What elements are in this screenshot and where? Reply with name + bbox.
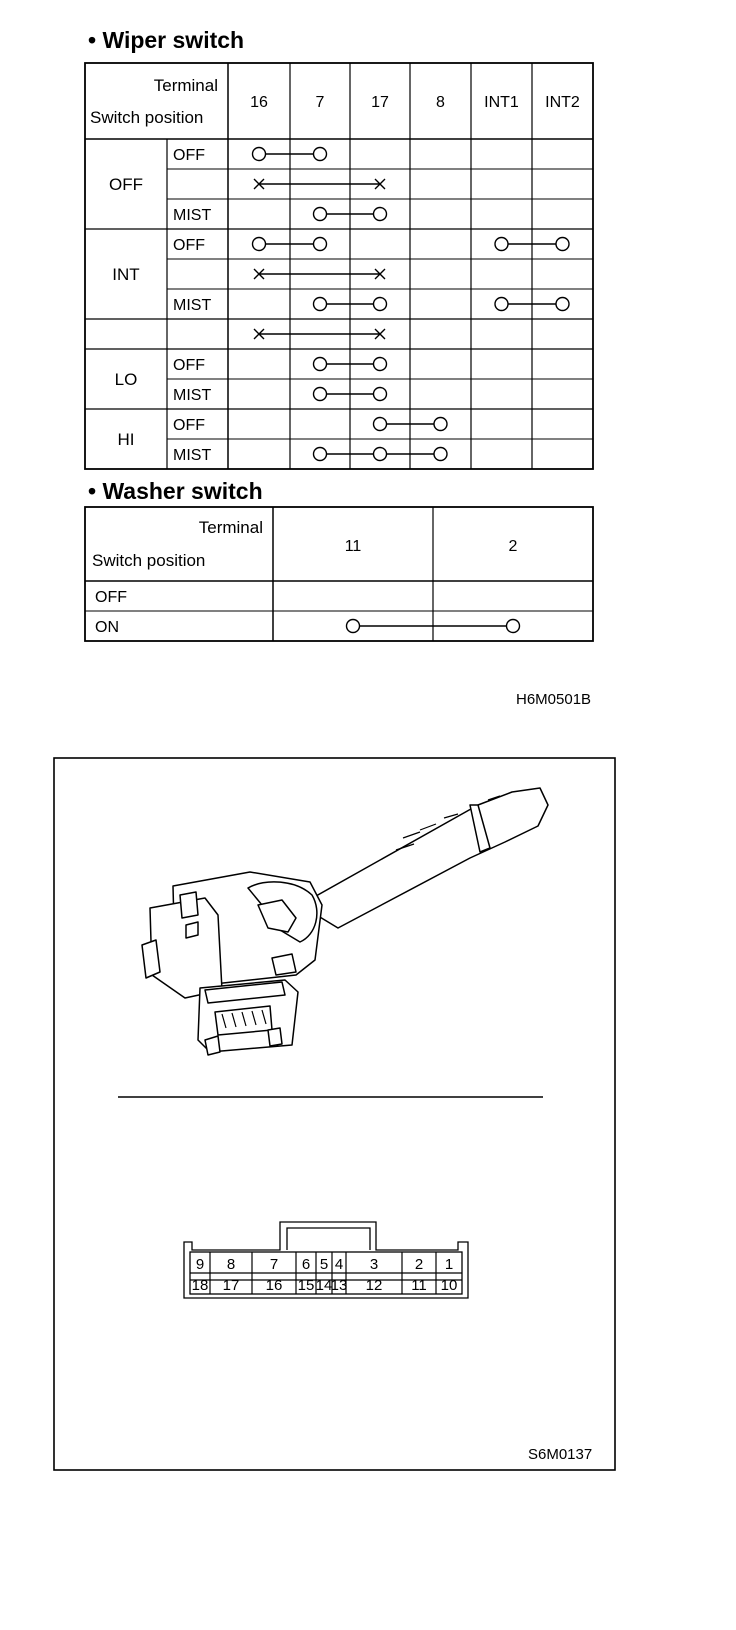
switch-position-label: INT	[112, 265, 139, 284]
connector-pin-18: 18	[192, 1277, 209, 1294]
continuity-circle	[433, 446, 448, 462]
header-terminal: Terminal	[154, 76, 218, 95]
connector-pin-4: 4	[335, 1256, 343, 1273]
terminal-header-INT1: INT1	[484, 94, 519, 111]
continuity-circle	[433, 416, 448, 432]
figure-code-connector: S6M0137	[528, 1446, 593, 1463]
connector-pin-11: 11	[411, 1277, 427, 1294]
terminal-header-17: 17	[371, 94, 389, 111]
sub-position-label: MIST	[173, 297, 211, 314]
connector-pin-10: 10	[441, 1277, 458, 1294]
header-terminal: Terminal	[199, 518, 263, 537]
continuity-circle	[372, 446, 388, 462]
continuity-circle	[372, 356, 388, 372]
terminal-header-11: 11	[345, 538, 362, 555]
continuity-circle	[312, 296, 328, 312]
wiper-table-border	[84, 62, 594, 470]
terminal-header-INT2: INT2	[545, 94, 580, 111]
connector-pin-2: 2	[415, 1256, 423, 1273]
continuity-circle	[345, 618, 361, 634]
sub-position-label: MIST	[173, 387, 211, 404]
continuity-circle	[555, 236, 570, 252]
terminal-header-2: 2	[509, 538, 518, 555]
connector-pin-14: 14	[316, 1277, 333, 1294]
continuity-circle	[312, 236, 328, 252]
continuity-circle	[251, 146, 267, 162]
connector-pin-16: 16	[266, 1277, 283, 1294]
terminal-header-16: 16	[250, 94, 268, 111]
washer-table-border	[84, 506, 594, 642]
continuity-circle	[555, 296, 570, 312]
sub-position-label: MIST	[173, 447, 211, 464]
continuity-circle	[312, 446, 328, 462]
continuity-cross	[253, 328, 265, 340]
continuity-cross	[374, 178, 386, 190]
continuity-circle	[312, 146, 328, 162]
continuity-circle	[372, 206, 388, 222]
connector-pin-3: 3	[370, 1256, 378, 1273]
continuity-circle	[312, 356, 328, 372]
switch-position-label: OFF	[95, 589, 127, 606]
continuity-cross	[253, 268, 265, 280]
continuity-circle	[251, 236, 267, 252]
figure-code-wiper: H6M0501B	[516, 691, 592, 708]
washer-switch-title: • Washer switch	[88, 478, 263, 504]
connector-pin-13: 13	[331, 1277, 348, 1294]
figure-frame	[53, 757, 616, 1471]
switch-position-label: OFF	[109, 175, 143, 194]
continuity-circle	[494, 296, 509, 312]
continuity-cross	[374, 328, 386, 340]
continuity-circle	[372, 296, 388, 312]
continuity-circle	[372, 386, 388, 402]
wiper-lever-illustration	[141, 787, 549, 1056]
switch-position-label: HI	[118, 430, 135, 449]
connector-pin-15: 15	[298, 1277, 315, 1294]
sub-position-label: OFF	[173, 147, 205, 164]
terminal-header-8: 8	[436, 94, 445, 111]
connector-pin-8: 8	[227, 1256, 235, 1273]
switch-position-label: LO	[115, 370, 138, 389]
header-switch-position: Switch position	[90, 108, 203, 127]
continuity-cross	[374, 268, 386, 280]
continuity-circle	[312, 206, 328, 222]
continuity-cross	[253, 178, 265, 190]
wiper-switch-title: • Wiper switch	[88, 27, 245, 53]
connector-pin-7: 7	[270, 1256, 278, 1273]
continuity-circle	[505, 618, 521, 634]
continuity-circle	[312, 386, 328, 402]
connector-pin-5: 5	[320, 1256, 328, 1273]
sub-position-label: OFF	[173, 357, 205, 374]
connector-pin-17: 17	[223, 1277, 240, 1294]
sub-position-label: OFF	[173, 417, 205, 434]
continuity-circle	[372, 416, 388, 432]
connector-pin-12: 12	[366, 1277, 383, 1294]
sub-position-label: OFF	[173, 237, 205, 254]
connector-pin-6: 6	[302, 1256, 310, 1273]
connector-pin-1: 1	[445, 1256, 453, 1273]
terminal-header-7: 7	[316, 94, 325, 111]
switch-position-label: ON	[95, 619, 119, 636]
connector-face	[183, 1221, 469, 1299]
continuity-circle	[494, 236, 509, 252]
header-switch-position: Switch position	[92, 551, 205, 570]
sub-position-label: MIST	[173, 207, 211, 224]
connector-pin-9: 9	[196, 1256, 204, 1273]
